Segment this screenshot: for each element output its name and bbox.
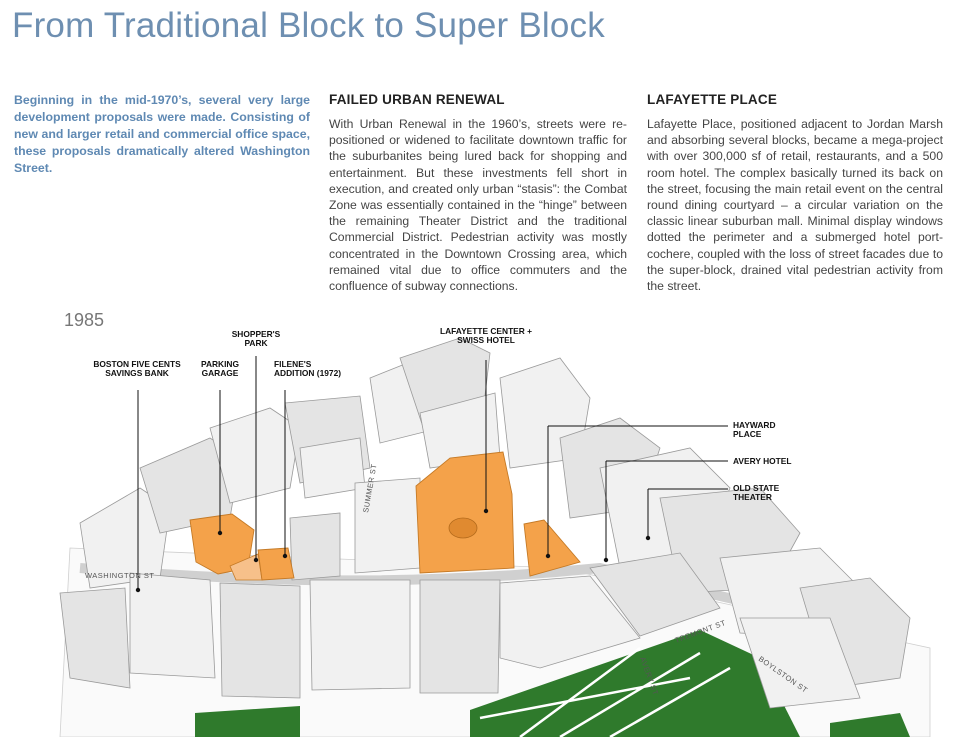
failed-urban-renewal-body: With Urban Renewal in the 1960’s, street…: [329, 117, 627, 294]
page-title: From Traditional Block to Super Block: [12, 6, 605, 45]
filenes-label-line1: FILENE'S: [274, 359, 312, 369]
old-state-label-line1: OLD STATE: [733, 483, 780, 493]
filenes-addition-building: [257, 547, 295, 581]
boston-five-label-line2: SAVINGS BANK: [105, 368, 169, 378]
highlighted-buildings: [189, 451, 581, 581]
axonometric-map: BOSTON FIVE CENTS SAVINGS BANK PARKING G…: [59, 326, 931, 737]
boston-common-park: [195, 630, 910, 737]
parking-garage-label-line1: PARKING: [201, 359, 239, 369]
avery-hotel-label: AVERY HOTEL: [733, 456, 791, 466]
shoppers-park-label-line1: SHOPPER'S: [232, 329, 281, 339]
lafayette-place-body: Lafayette Place, positioned adjacent to …: [647, 117, 943, 294]
leader-lines: [135, 356, 728, 593]
shoppers-park-label-line2: PARK: [244, 338, 267, 348]
context-buildings: [59, 337, 911, 709]
intro-text: Beginning in the mid-1970’s, several ver…: [14, 93, 310, 175]
lafayette-center-building: [415, 451, 515, 574]
hayward-place-building: [523, 519, 581, 577]
failed-urban-renewal-heading: FAILED URBAN RENEWAL: [329, 92, 505, 107]
lafayette-label-line2: SWISS HOTEL: [457, 335, 515, 345]
hayward-label-line1: HAYWARD: [733, 420, 776, 430]
map-year: 1985: [64, 310, 105, 330]
lafayette-place-heading: LAFAYETTE PLACE: [647, 92, 778, 107]
boston-five-label-line1: BOSTON FIVE CENTS: [93, 359, 181, 369]
old-state-label-line2: THEATER: [733, 492, 772, 502]
lafayette-label-line1: LAFAYETTE CENTER +: [440, 326, 532, 336]
washington-st-label: WASHINGTON ST: [85, 571, 154, 580]
map-labels: BOSTON FIVE CENTS SAVINGS BANK PARKING G…: [93, 326, 791, 502]
hayward-label-line2: PLACE: [733, 429, 762, 439]
parking-garage-label-line2: GARAGE: [202, 368, 239, 378]
filenes-label-line2: ADDITION (1972): [274, 368, 341, 378]
